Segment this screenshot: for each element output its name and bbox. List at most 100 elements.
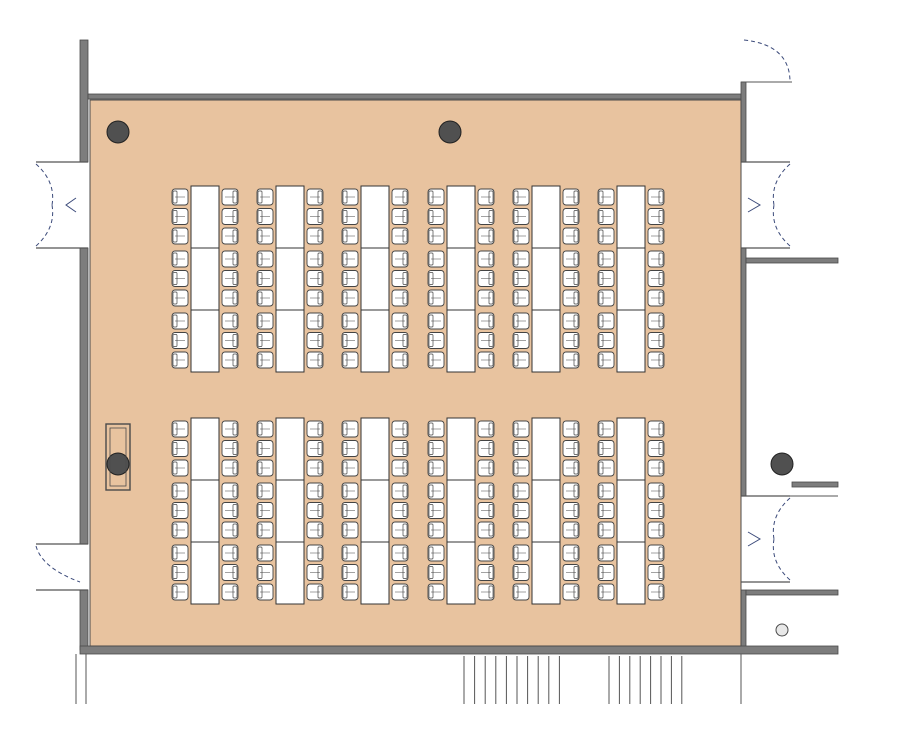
chair-icon — [221, 332, 239, 349]
chair-icon — [427, 544, 445, 562]
chair-icon — [647, 521, 665, 539]
column-icon-1 — [106, 120, 130, 144]
chair-icon — [171, 227, 189, 245]
table-icon — [531, 185, 561, 249]
chair-icon — [427, 459, 445, 477]
fixtures — [105, 423, 789, 637]
chair-icon — [562, 459, 580, 477]
wall-right-bottom — [740, 589, 747, 653]
chair-icon — [647, 459, 665, 477]
table-icon — [190, 247, 220, 311]
chair-icon — [171, 312, 189, 330]
seating-block-1 — [171, 185, 665, 373]
chair-icon — [477, 482, 495, 500]
right-upper-door-swing-icon — [741, 161, 791, 249]
table-icon — [616, 541, 646, 605]
seating-layout — [171, 185, 665, 605]
chair-icon — [221, 188, 239, 206]
chair-icon — [391, 482, 409, 500]
chair-icon — [256, 227, 274, 245]
table-row-2 — [256, 417, 324, 605]
chair-icon — [306, 564, 324, 581]
chair-icon — [391, 459, 409, 477]
chair-icon — [597, 312, 615, 330]
table-icon — [360, 247, 390, 311]
door-swing — [35, 204, 54, 247]
table-icon — [616, 185, 646, 249]
chair-icon — [512, 521, 530, 539]
table-row-5 — [512, 185, 580, 373]
chair-icon — [171, 188, 189, 206]
chair-icon — [512, 289, 530, 307]
table-icon — [275, 185, 305, 249]
chair-icon — [256, 289, 274, 307]
chair-icon — [597, 440, 615, 457]
chair-icon — [221, 583, 239, 601]
chair-icon — [171, 440, 189, 457]
chair-icon — [477, 227, 495, 245]
chair-icon — [647, 420, 665, 438]
chair-icon — [171, 208, 189, 225]
chair-icon — [341, 420, 359, 438]
chair-icon — [647, 208, 665, 225]
chair-icon — [256, 270, 274, 287]
lectern-icon — [105, 423, 131, 491]
chair-icon — [427, 564, 445, 581]
chair-icon — [427, 351, 445, 369]
door-leaf — [65, 197, 77, 213]
chair-icon — [221, 208, 239, 225]
door-swing — [35, 163, 54, 206]
chair-icon — [341, 188, 359, 206]
door-swing — [772, 163, 791, 206]
table-icon — [616, 309, 646, 373]
chair-icon — [256, 502, 274, 519]
table-icon — [446, 309, 476, 373]
chair-icon — [306, 312, 324, 330]
chair-icon — [647, 227, 665, 245]
table-row-3 — [341, 185, 409, 373]
chair-icon — [256, 420, 274, 438]
column-icon-2 — [438, 120, 462, 144]
chair-icon — [477, 270, 495, 287]
chair-icon — [341, 459, 359, 477]
chair-icon — [427, 227, 445, 245]
column-icon-4 — [106, 452, 130, 476]
chair-icon — [512, 502, 530, 519]
table-row-6 — [597, 417, 665, 605]
chair-icon — [562, 270, 580, 287]
chair-icon — [427, 332, 445, 349]
chair-icon — [391, 270, 409, 287]
chair-icon — [341, 482, 359, 500]
chair-icon — [647, 544, 665, 562]
right-lower-door-swing-icon — [741, 495, 791, 583]
chair-icon — [256, 250, 274, 268]
wall-left-top — [79, 39, 89, 163]
chair-icon — [512, 332, 530, 349]
chair-icon — [427, 482, 445, 500]
chair-icon — [562, 312, 580, 330]
chair-icon — [647, 564, 665, 581]
chair-icon — [171, 270, 189, 287]
chair-icon — [256, 564, 274, 581]
chair-icon — [562, 351, 580, 369]
chair-icon — [562, 188, 580, 206]
table-row-4 — [427, 417, 495, 605]
chair-icon — [512, 351, 530, 369]
chair-icon — [427, 583, 445, 601]
table-icon — [446, 247, 476, 311]
chair-icon — [171, 482, 189, 500]
fixture-icon — [775, 623, 789, 637]
chair-icon — [427, 521, 445, 539]
chair-icon — [221, 420, 239, 438]
stairs-left-stair-icon — [463, 656, 560, 704]
chair-icon — [477, 289, 495, 307]
table-icon — [616, 247, 646, 311]
chair-icon — [341, 351, 359, 369]
chair-icon — [597, 289, 615, 307]
chair-icon — [647, 289, 665, 307]
table-row-4 — [427, 185, 495, 373]
chair-icon — [597, 502, 615, 519]
chair-icon — [647, 312, 665, 330]
chair-icon — [512, 188, 530, 206]
